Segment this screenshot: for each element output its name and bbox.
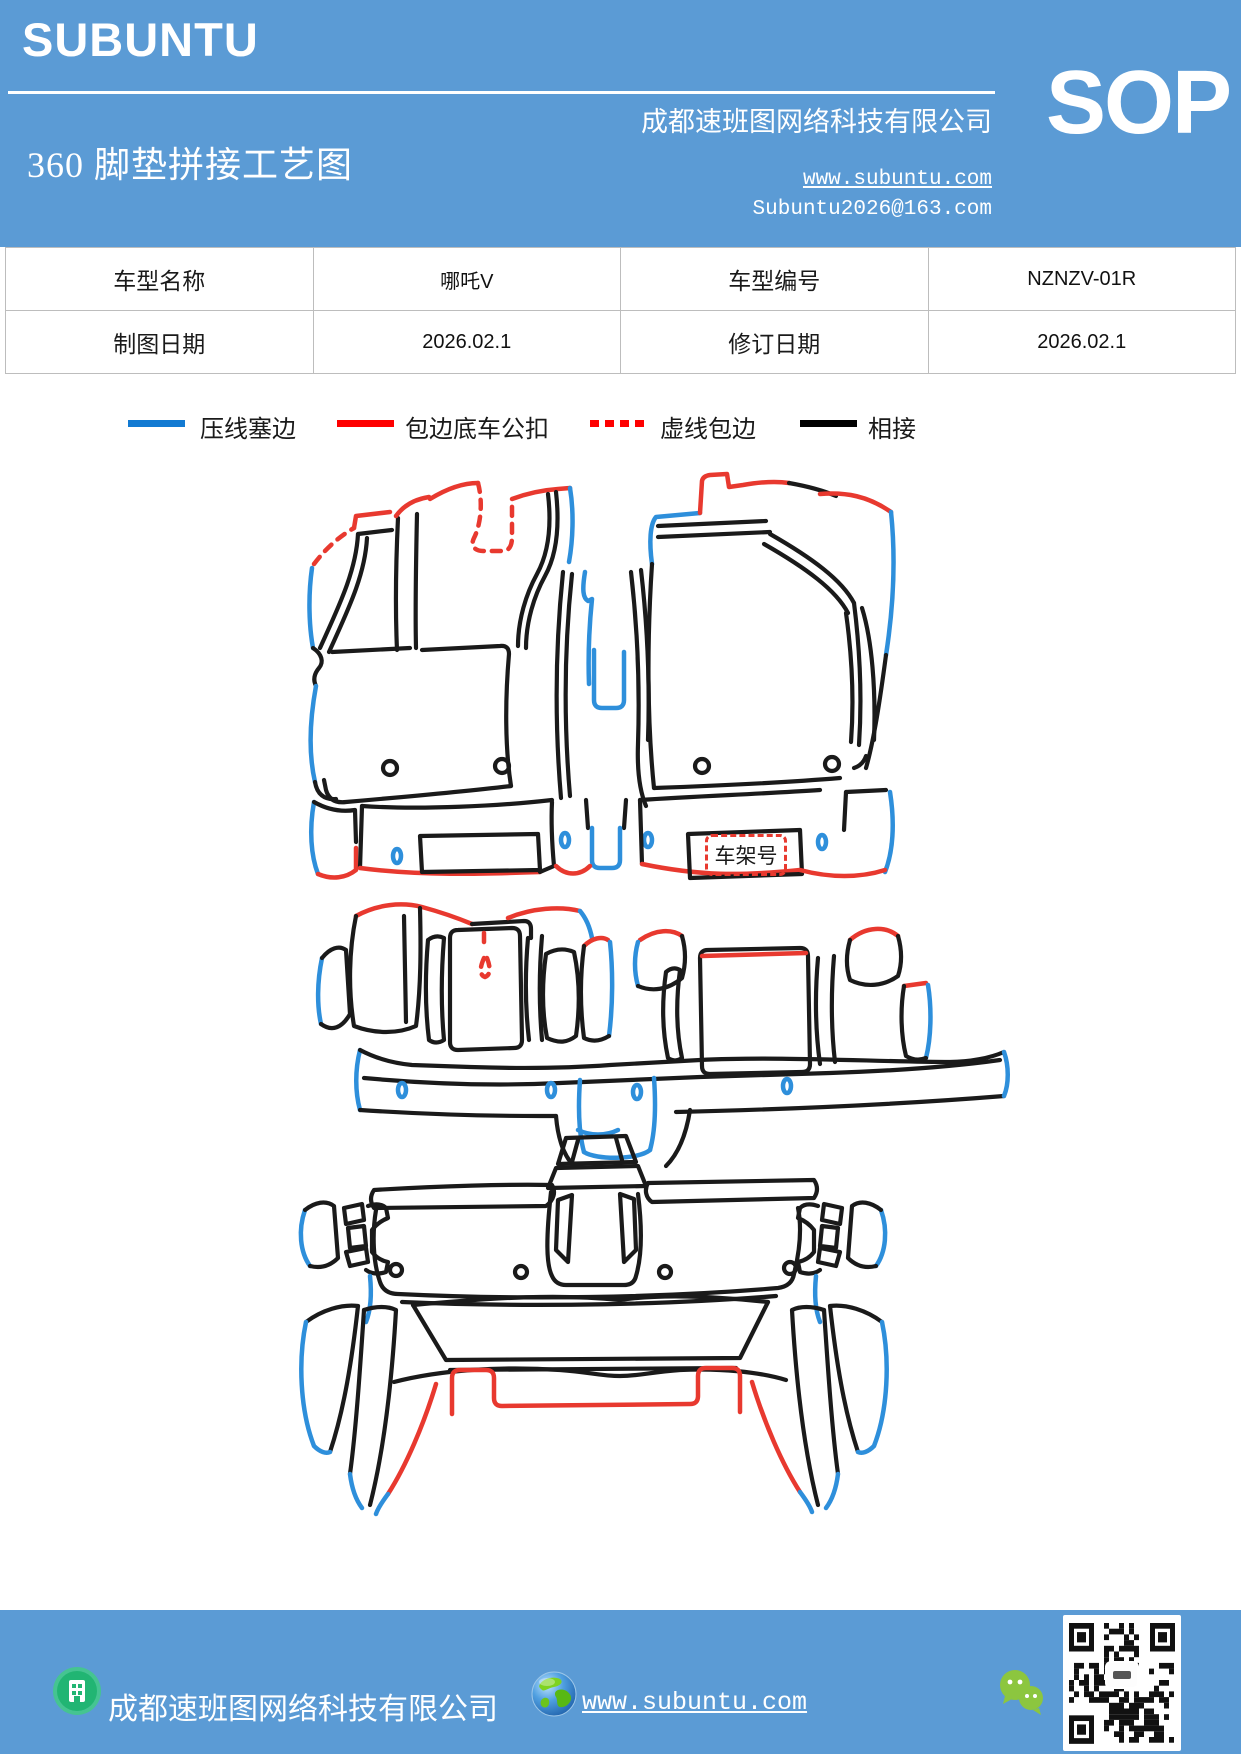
legend-label-buckle: 包边底车公扣 xyxy=(405,417,549,443)
right-wing-pieces xyxy=(789,1303,889,1511)
model-name-value: 哪吒V xyxy=(312,247,621,311)
globe-icon xyxy=(531,1671,577,1717)
qr-code xyxy=(1063,1615,1181,1751)
table-row: 制图日期 2026.02.1 修订日期 2026.02.1 xyxy=(5,310,1236,374)
left-wing-pieces xyxy=(299,1303,399,1511)
qr-pattern xyxy=(1069,1623,1175,1744)
model-code-label: 车型编号 xyxy=(620,247,929,311)
sop-label: SOP xyxy=(1046,53,1232,153)
header-divider xyxy=(8,91,995,94)
legend-label-joint: 相接 xyxy=(868,417,916,443)
vehicle-info-table: 车型名称 哪吒V 车型编号 NZNZV-01R 制图日期 2026.02.1 修… xyxy=(5,247,1236,374)
trunk-mat xyxy=(373,1365,815,1517)
legend-label-dashed-wrap: 虚线包边 xyxy=(660,417,756,443)
front-right-mat xyxy=(646,471,896,791)
brand-logo: SUBUNTU xyxy=(22,13,259,66)
draw-date-value: 2026.02.1 xyxy=(312,310,621,374)
header-company-name: 成都速班图网络科技有限公司 xyxy=(641,107,992,137)
revision-date-value: 2026.02.1 xyxy=(927,310,1236,374)
revision-date-label: 修订日期 xyxy=(620,310,929,374)
header-banner: SUBUNTU 成都速班图网络科技有限公司 360 脚垫拼接工艺图 SOP ww… xyxy=(0,0,1241,247)
header-email: Subuntu2026@163.com xyxy=(752,198,992,221)
crossbar-strip xyxy=(354,1047,1010,1169)
trunk-upper-panel xyxy=(410,1294,771,1373)
wechat-icon xyxy=(1000,1670,1043,1715)
model-name-label: 车型名称 xyxy=(5,247,314,311)
legend-black-line-swatch xyxy=(800,420,857,427)
legend-dashed-line-swatch xyxy=(590,420,647,427)
right-side-cluster xyxy=(795,1200,888,1325)
model-code-value: NZNZV-01R xyxy=(927,247,1236,311)
left-side-cluster xyxy=(298,1200,391,1325)
qr-center-logo xyxy=(1107,1663,1137,1687)
vin-number-box: 车架号 xyxy=(705,834,787,876)
footer-website-link[interactable]: www.subuntu.com xyxy=(582,1688,808,1717)
footer-company-name: 成都速班图网络科技有限公司 xyxy=(108,1693,498,1726)
header-website-link[interactable]: www.subuntu.com xyxy=(802,168,992,191)
legend-blue-line-swatch xyxy=(128,420,185,427)
table-row: 车型名称 哪吒V 车型编号 NZNZV-01R xyxy=(5,247,1236,311)
front-left-mat xyxy=(307,480,573,805)
center-funnel xyxy=(545,1127,649,1191)
rear-sill-panel xyxy=(368,1177,820,1307)
footer-banner: 成都速班图网络科技有限公司 www.subuntu.com xyxy=(0,1610,1241,1754)
legend-label-press-edge: 压线塞边 xyxy=(200,417,296,443)
building-icon xyxy=(53,1667,101,1715)
draw-date-label: 制图日期 xyxy=(5,310,314,374)
legend-red-line-swatch xyxy=(337,420,394,427)
second-row-pieces xyxy=(315,902,933,1077)
page-title: 360 脚垫拼接工艺图 xyxy=(27,145,354,185)
center-tunnel-strip xyxy=(554,485,651,809)
front-bottom-strips xyxy=(309,787,895,881)
